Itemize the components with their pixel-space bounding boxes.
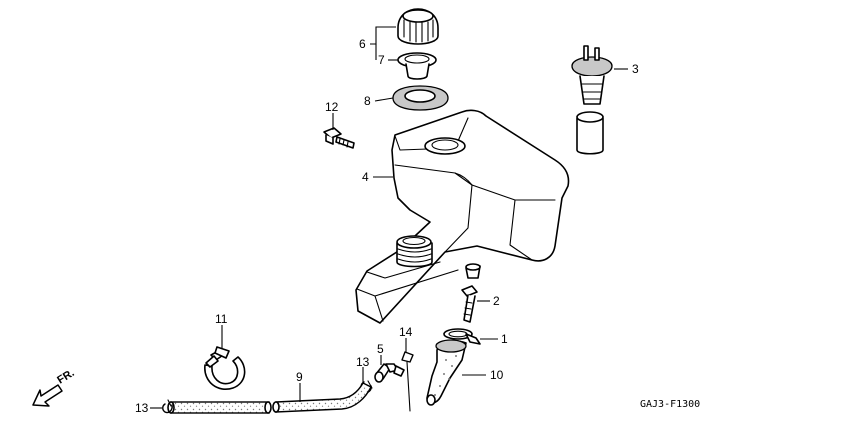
o-ring	[443, 328, 481, 345]
fuel-cap	[397, 8, 439, 45]
fuel-hose-right	[272, 382, 372, 413]
front-arrow-icon	[32, 384, 63, 407]
callout-1: 1	[501, 332, 508, 346]
callout-13-lower: 13	[135, 401, 149, 415]
callout-14: 14	[399, 325, 413, 339]
callout-10: 10	[490, 368, 504, 382]
fuel-tank	[355, 109, 570, 324]
callout-13-upper: 13	[356, 355, 370, 369]
callout-3: 3	[632, 62, 639, 76]
hose-clip-lower	[162, 399, 173, 414]
hose-clip-small	[401, 351, 414, 412]
callout-5: 5	[377, 342, 384, 356]
callout-6: 6	[359, 37, 366, 51]
hose-joint	[374, 363, 405, 383]
leader-lines	[150, 26, 628, 409]
callout-11: 11	[215, 312, 228, 326]
callout-7: 7	[378, 53, 385, 67]
fuel-gauge-sender	[571, 45, 613, 155]
band-clamp	[204, 346, 246, 390]
filler-grommet	[392, 85, 449, 111]
front-direction-indicator: FR.	[32, 367, 77, 407]
fuel-cock-bolt	[461, 285, 478, 323]
callout-12: 12	[325, 100, 339, 114]
fuel-hose-left	[167, 401, 272, 414]
callout-9: 9	[296, 370, 303, 384]
callout-2: 2	[493, 294, 500, 308]
front-label: FR.	[55, 367, 76, 387]
callout-8: 8	[364, 94, 371, 108]
callout-4: 4	[362, 170, 369, 184]
cap-gasket	[397, 52, 437, 80]
figure-code: GAJ3-F1300	[640, 399, 700, 410]
mounting-bolt	[323, 127, 355, 149]
fuel-strainer	[426, 339, 467, 406]
callout-labels: 6 7 8 3 12 4 2 1 10 14 5 13 9 11 13	[135, 37, 639, 415]
